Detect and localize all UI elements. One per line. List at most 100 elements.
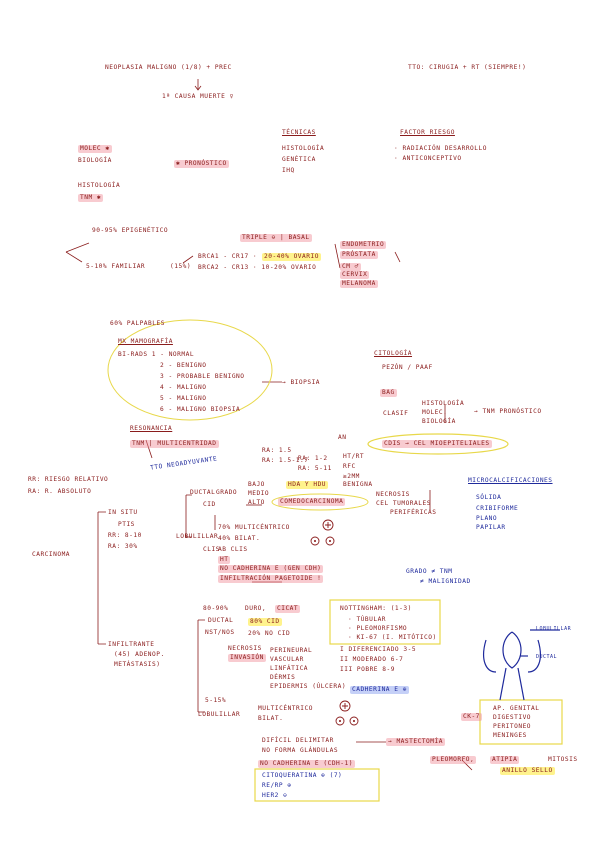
citologia-sub: PEZÓN / PAAF: [382, 364, 433, 372]
carcinoma-lobulillar: LOBULILLAR: [176, 533, 218, 541]
birads-palpables: 60% PALPABLES: [110, 320, 165, 328]
carcinoma-comedo: COMEDOCARCINOMA: [278, 498, 345, 506]
birads-item: 3 - PROBABLE BENIGNO: [160, 373, 245, 381]
carcinoma-bajo: BAJO: [248, 481, 265, 489]
intro-tnm: TNM ✱: [78, 194, 103, 202]
infiltrante-nst: NST/NOS: [205, 629, 235, 637]
diagram-lobulillar: LOBULILLAR: [536, 626, 571, 632]
carcinoma-insitu: IN SITU: [108, 509, 138, 517]
origen-otros: PRÓSTATA: [340, 251, 378, 259]
carcinoma-ht-main: HT: [218, 556, 230, 564]
lob-atipia: ATIPIA: [490, 756, 519, 764]
resonancia-tnm: TNM | MULTICENTRIDAD: [130, 440, 219, 448]
carcinoma-multi: 70% MULTICÉNTRICO: [218, 524, 290, 532]
nottingham-item: · PLEOMORFISMO: [348, 625, 407, 633]
inv-item: EPIDERMIS (ÚLCERA): [270, 683, 346, 691]
micro-item: SÓLIDA: [476, 494, 501, 502]
grado-tnm: GRADO ≠ TNM: [406, 568, 452, 576]
diagram-ductal: DUCTAL: [536, 654, 557, 660]
treatment-note: TTO: CIRUGIA + RT (SIEMPRE!): [408, 64, 526, 72]
lob-no-cadherina: NO CADHERINA E (CDH-1): [258, 760, 355, 768]
factor-title: FACTOR RIESGO: [400, 129, 455, 137]
lob-mitosis: MITOSIS: [548, 756, 578, 764]
citologia-cdis: CDIS → CEL MIOEPITELIALES: [382, 440, 492, 448]
carcinoma-ra: RA: 30%: [108, 543, 138, 551]
carcinoma-rr: RR: 8-10: [108, 532, 142, 540]
clasif-tnm: → TNM PRONÓSTICO: [474, 408, 542, 416]
micro-item: PLANO: [476, 515, 497, 523]
infiltrante-necrosis: NECROSIS: [228, 645, 262, 653]
ap-item: PERITONEO: [493, 723, 531, 731]
citologia-bag: BAG: [380, 389, 397, 397]
carcinoma-ab: AB CLIS: [218, 546, 248, 554]
carcinoma-ptis: PTIS: [118, 521, 135, 529]
intro-molec: MOLEC ✱: [78, 145, 112, 153]
lob-ck7: CK-7: [461, 713, 482, 721]
inv-item: LINFÁTICA: [270, 665, 308, 673]
lob-mastectomia: → MASTECTOMÍA: [386, 738, 445, 746]
intro-biologia: BIOLOGÍA: [78, 157, 112, 165]
citologia-title: CITOLOGÍA: [374, 350, 412, 358]
origen-otros: MELANOMA: [340, 280, 378, 288]
tecnica-item: IHQ: [282, 167, 295, 175]
grado-item: I DIFERENCIADO 3-5: [340, 646, 416, 654]
ap-item: AP. GENITAL: [493, 705, 539, 713]
carcinoma-ht: RFC: [343, 463, 356, 471]
nottingham-item: · KI-67 (I. MITÓTICO): [348, 634, 437, 642]
origen-brca1: BRCA1 - CR17 ·: [198, 253, 257, 261]
tecnica-item: HISTOLOGÍA: [282, 145, 324, 153]
grado-item: III POBRE 8-9: [340, 666, 395, 674]
origen-otros: ENDOMETRIO: [340, 241, 386, 249]
carcinoma-ra2: RA: 5-11: [298, 465, 332, 473]
tecnicas-title: TÉCNICAS: [282, 129, 316, 137]
carcinoma-an: AN: [338, 434, 346, 442]
carcinoma-ra2: RA: 1-2: [298, 455, 328, 463]
birads-mx: MX MAMOGRAFÍA: [118, 338, 173, 346]
micro-item: PAPILAR: [476, 524, 506, 532]
lob-pleomorfo: PLEOMORFO,: [430, 756, 476, 764]
infiltrante-sub: (45) ADENOP.: [114, 651, 165, 659]
infiltrante-ductal-pct: 80-90%: [203, 605, 228, 613]
grado-malignidad: ≠ MALIGNIDAD: [420, 578, 471, 586]
nottingham-title: NOTTINGHAM: (1-3): [340, 605, 412, 613]
necrosis-item: CEL TUMORALES: [376, 500, 431, 508]
page-title: NEOPLASIA MALIGNO (1/8) + PREC: [105, 64, 232, 72]
necrosis-item: PERIFÉRICAS: [390, 509, 436, 517]
lob-anillo: ANILLO SELLO: [500, 767, 555, 775]
intro-pronostico: ✱ PRONÓSTICO: [174, 160, 229, 168]
ap-item: MENINGES: [493, 732, 527, 740]
carcinoma-medio: MEDIO: [248, 490, 269, 498]
infiltrante-cid20: 20% NO CID: [248, 630, 290, 638]
birads-item: 4 - MALIGNO: [160, 384, 206, 392]
necrosis-item: NECROSIS: [376, 491, 410, 499]
clasif-item: MOLEC.: [422, 409, 447, 417]
origen-familiar: 5-10% FAMILIAR: [86, 263, 145, 271]
lob-rerp: RE/RP ⊕: [262, 782, 292, 790]
birads-item: 6 - MALIGNO BIOPSIA: [160, 406, 240, 414]
birads-biopsia: → BIOPSIA: [282, 379, 320, 387]
infiltrante-cadherina: CADHERINA E ⊕: [350, 686, 409, 694]
riesgo-rr: RR: RIESGO RELATIVO: [28, 476, 108, 484]
birads-item: 2 - BENIGNO: [160, 362, 206, 370]
inv-item: PERINEURAL: [270, 647, 312, 655]
micro-item: CRIBIFORME: [476, 505, 518, 513]
origen-otros: CM ♂: [340, 263, 361, 271]
riesgo-ra: RA: R. ABSOLUTO: [28, 488, 91, 496]
micro-title: MICROCALCIFICACIONES: [468, 477, 553, 485]
lob-no-forma: NO FORMA GLÁNDULAS: [262, 747, 338, 755]
inv-item: DÉRMIS: [270, 674, 295, 682]
factor-item: · RADIACIÓN DESARROLLO: [394, 145, 487, 153]
carcinoma-ht: ≥2mm: [343, 473, 360, 481]
lob-pct: 5-15%: [205, 697, 226, 705]
intro-histologia: HISTOLOGÍA: [78, 182, 120, 190]
lob-label: LOBULILLAR: [198, 711, 240, 719]
carcinoma-alto: ALTO: [248, 499, 265, 507]
lob-dificil: DIFÍCIL DELIMITAR: [262, 737, 334, 745]
infiltrante-sub: METÁSTASIS): [114, 661, 160, 669]
ap-item: DIGESTIVO: [493, 714, 531, 722]
origen-otros: CERVIX: [340, 271, 369, 279]
birads-ellipse: [108, 320, 272, 420]
infiltrante-duro: DURO,: [245, 605, 266, 613]
carcinoma-label: CARCINOMA: [32, 551, 70, 559]
duct-diagram: [484, 630, 560, 700]
